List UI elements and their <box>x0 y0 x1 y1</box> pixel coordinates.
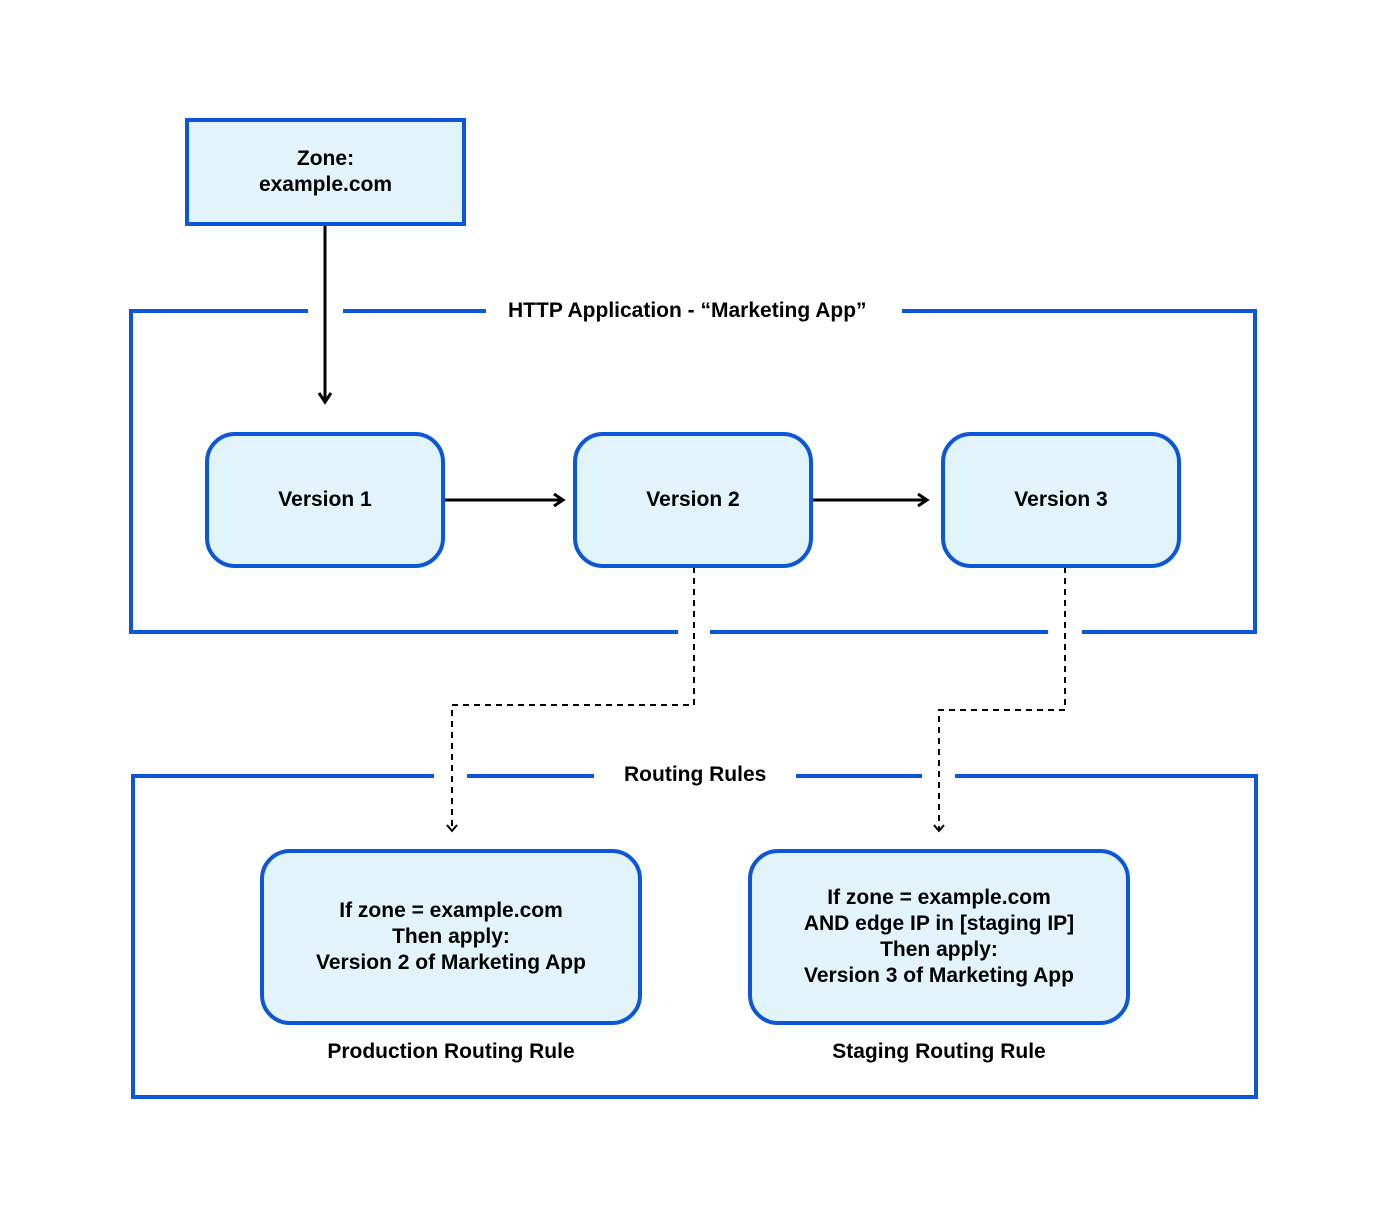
version-1-box: Version 1 <box>205 432 445 568</box>
zone-text: Zone: example.com <box>258 147 393 196</box>
staging-rule-caption: Staging Routing Rule <box>832 1040 1046 1063</box>
production-rule-box: If zone = example.com Then apply: Versio… <box>260 849 642 1025</box>
production-rule-text: If zone = example.com Then apply: Versio… <box>316 899 586 974</box>
routing-rules-label: Routing Rules <box>610 761 781 789</box>
http-app-frame <box>129 309 1257 634</box>
http-app-label: HTTP Application - “Marketing App” <box>494 297 881 325</box>
version-1-label: Version 1 <box>278 488 372 511</box>
staging-rule-text: If zone = example.com AND edge IP in [st… <box>803 886 1075 987</box>
staging-rule-box: If zone = example.com AND edge IP in [st… <box>748 849 1130 1025</box>
version2-to-production-dashed-arrow <box>446 567 695 833</box>
routing-rules-frame <box>131 774 1258 1099</box>
version-2-box: Version 2 <box>573 432 813 568</box>
version-3-box: Version 3 <box>941 432 1181 568</box>
version3-to-staging-dashed-arrow <box>933 567 1066 833</box>
production-rule-caption: Production Routing Rule <box>327 1040 575 1063</box>
zone-box: Zone: example.com <box>185 118 466 226</box>
version-3-label: Version 3 <box>1014 488 1108 511</box>
version-2-label: Version 2 <box>646 488 740 511</box>
